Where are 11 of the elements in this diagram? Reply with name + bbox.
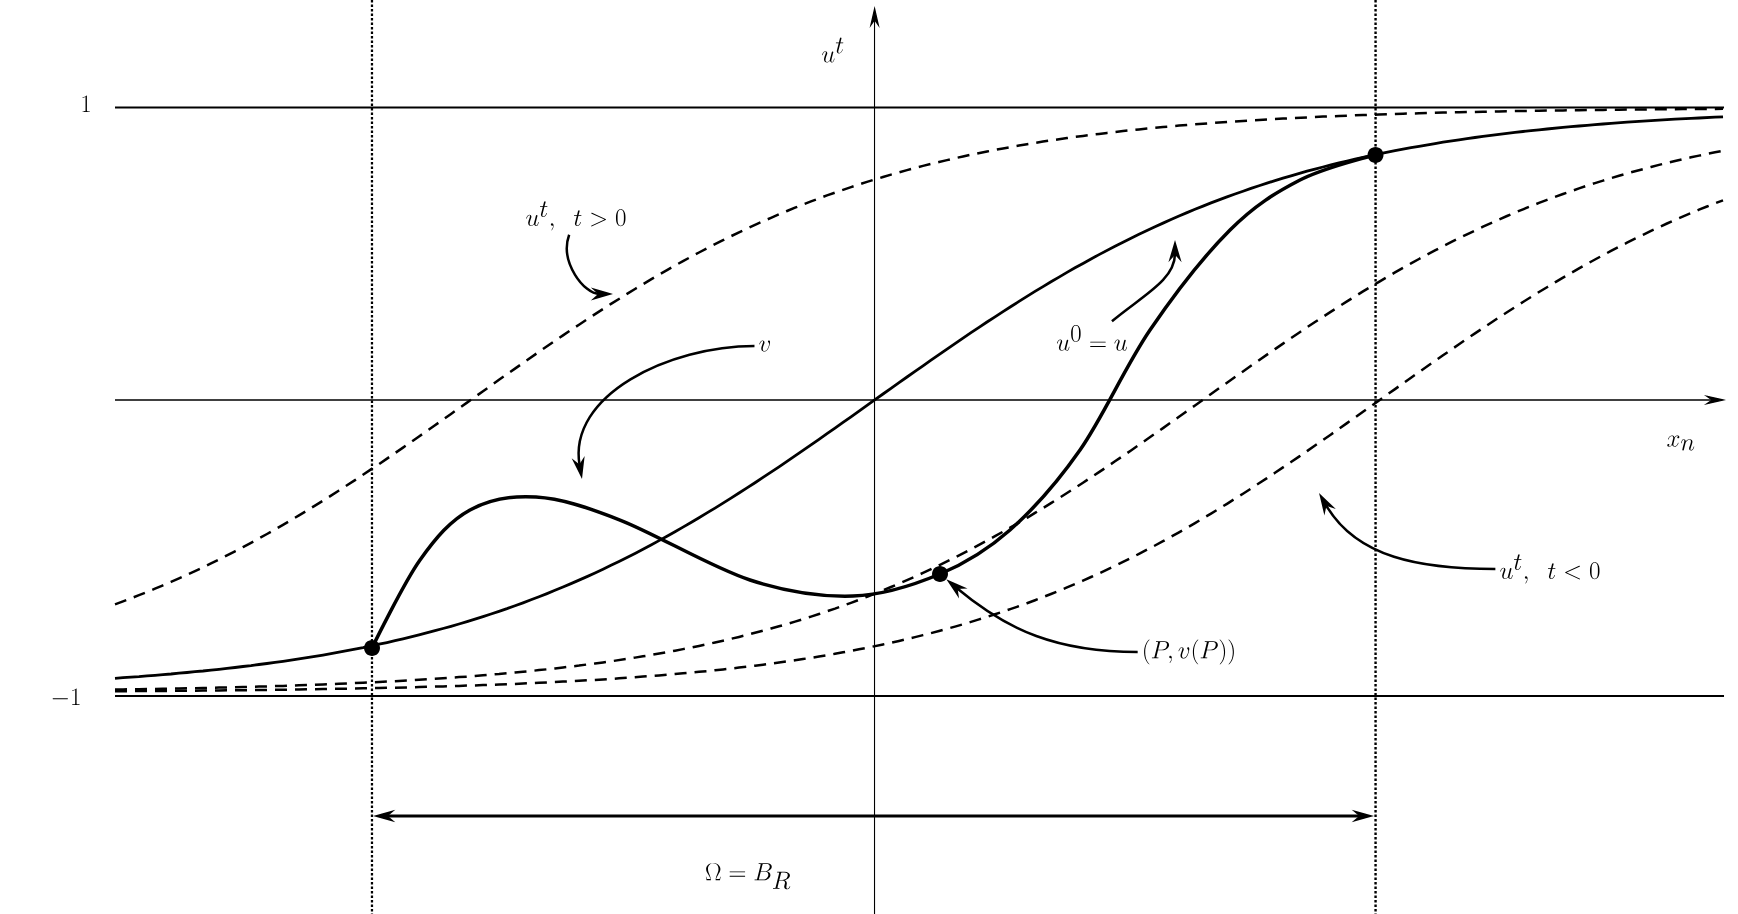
point-marker	[932, 566, 948, 582]
curve-label: $v$	[759, 340, 771, 352]
curve-label: $u^0=u$	[1057, 325, 1127, 351]
curve-label: $u^t,\;\; t<0$	[1500, 554, 1600, 584]
axis-label: $\Omega=B_R$	[705, 862, 791, 890]
axis-label: $u^t$	[822, 37, 844, 63]
curve-label: $u^t,\;\; t>0$	[526, 201, 626, 231]
axis-label: $1$	[82, 95, 90, 112]
curve-label: $(P,v(P))$	[1144, 639, 1234, 665]
axis-label: $x_n$	[1667, 435, 1695, 451]
axis-label: $-1$	[52, 688, 80, 705]
